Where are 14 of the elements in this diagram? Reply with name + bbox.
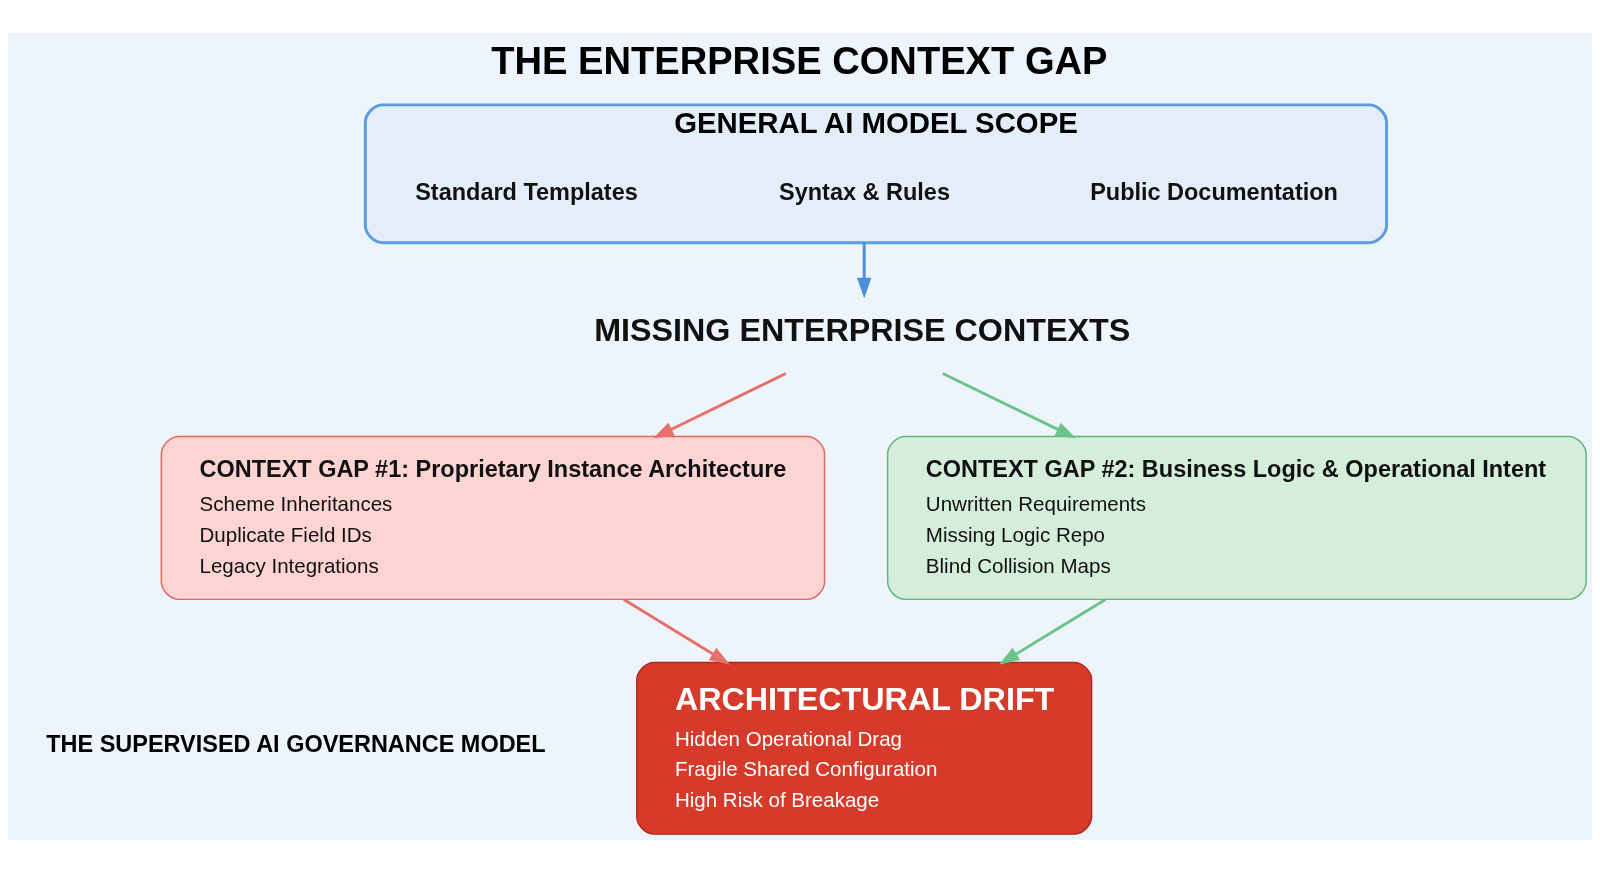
arrow: [942, 371, 1077, 438]
node-text: MISSING ENTERPRISE CONTEXTS: [594, 311, 1131, 348]
label: THE SUPERVISED AI GOVERNANCE MODEL: [46, 730, 546, 757]
node-text: Public Documentation: [1090, 178, 1338, 205]
arrow: [623, 597, 731, 665]
node-box: ARCHITECTURAL DRIFT Hidden Operational Drag Fragile Shared Configuration High Risk of Breakage: [636, 661, 1093, 835]
node-box: CONTEXT GAP #2: Business Logic & Operational Intent Unwritten Requirements Missing Logic Repo Blind Collision Maps: [886, 435, 1587, 600]
arrow: [998, 597, 1107, 665]
arrow: [653, 371, 787, 438]
node-text: Syntax & Rules: [779, 178, 950, 205]
node-text: Standard Templates: [415, 178, 638, 205]
arrow: [857, 242, 872, 298]
node-box: CONTEXT GAP #1: Proprietary Instance Architecture Scheme Inheritances Duplicate Field IDs Legacy Integrations: [160, 435, 826, 600]
diagram-title: THE ENTERPRISE CONTEXT GAP: [491, 38, 1108, 82]
